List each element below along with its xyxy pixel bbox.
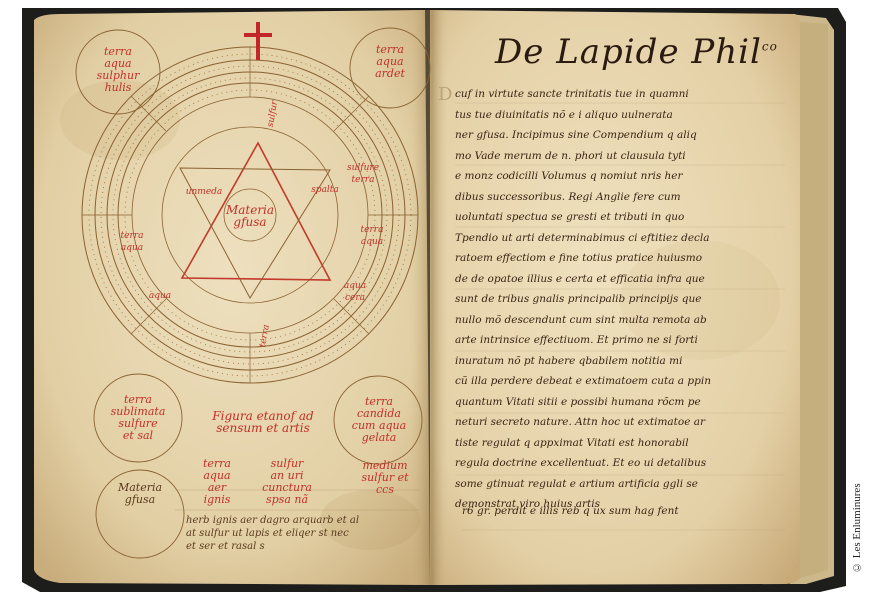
corner-label-top-right: terra aqua ardet — [375, 43, 405, 80]
text-line: sunt de tribus gnalis principalib princi… — [455, 293, 702, 305]
text-line: nullo mõ descendunt cum sint multa remot… — [455, 313, 707, 326]
brown-lines: herb ignis aer dagro arquarb et al at su… — [186, 515, 360, 552]
text-line: arte intrinsice effectiuom. Et primo ne … — [455, 334, 698, 346]
text-line: cuf in virtute sancte trinitatis tue in … — [455, 88, 689, 100]
red-note: Figura etanof ad sensum et artis — [212, 409, 314, 435]
footer-line: r6 gr. perdit e illis reb q ux sum hag f… — [462, 505, 679, 517]
text-line: dibus successoribus. Regi Anglie fere cu… — [455, 190, 681, 203]
red-lower-mid: sulfur an uri cunctura spsa nã — [262, 457, 312, 506]
text-line: e monz codicilli Volumus q nomiut nris h… — [455, 170, 683, 182]
center-label: Materia gfusa — [225, 203, 275, 229]
cosmic-diagram — [75, 22, 431, 559]
corner-label-bottom-right: terra candida cum aqua gelata — [351, 395, 407, 444]
text-line: inuratum nõ pt habere qbabilem notitia m… — [455, 354, 683, 367]
right-page — [430, 10, 800, 585]
star-label: aqua cera — [343, 281, 367, 303]
text-line: uoluntati spectua se gresti et tributi i… — [455, 211, 685, 223]
text-line: Tpendio ut arti determinabimus ci eftiti… — [455, 231, 710, 244]
text-line: quantum Vitati sitii e possibi humana rõ… — [455, 395, 701, 408]
star-label: spalta — [311, 185, 339, 195]
corner-label-bottom-left: terra sublimata sulfure et sal — [110, 393, 166, 442]
text-line: regula doctrine excellentuat. Et eo ui d… — [455, 457, 707, 469]
text-line: tus tue diuinitatis nõ e i aliquo uulner… — [455, 108, 673, 121]
star-label: terra aqua — [120, 231, 144, 253]
red-lower-lines: terra aqua aer ignis — [202, 457, 231, 506]
cross-icon — [244, 22, 272, 60]
star-label: unmeda — [185, 187, 223, 197]
circle-bottom-left-label: Materia gfusa — [117, 481, 163, 506]
text-line: tiste regulat q appximat Vitati est hono… — [455, 436, 689, 449]
star-label: aqua — [148, 291, 172, 301]
corner-label-top-left: terra aqua sulphur hulis — [96, 45, 140, 94]
manuscript-text: cuf in virtute sancte trinitatis tue in … — [455, 84, 790, 515]
text-line: some gtinuat regulat e artium artificia … — [455, 477, 699, 490]
text-line: ner gfusa. Incipimus sine Compendium q a… — [455, 129, 697, 141]
star-label: sulfure terra — [346, 163, 380, 185]
text-line: neturi secreto nature. Attn hoc ut extim… — [455, 416, 706, 428]
red-lower-right: medium sulfur et ccs — [361, 459, 409, 496]
star-label: terra aqua — [360, 225, 384, 247]
text-line: demonstrat viro huius artis — [455, 498, 601, 510]
text-line: ratoem effectiom e fine totius pratice h… — [455, 252, 703, 264]
svg-text:D: D — [438, 84, 452, 105]
text-line: cũ illa perdere debeat e extimatoem cuta… — [455, 375, 711, 387]
page-title: De Lapide Philco — [495, 32, 778, 72]
text-line: mo Vade merum de n. phori ut clausula ty… — [455, 149, 686, 162]
text-line: de de opatoe illius e certa et efficatia… — [455, 272, 705, 285]
gutter-shadow — [408, 10, 448, 585]
ruled-lines — [455, 102, 785, 531]
photo-credit: © Les Enluminures — [851, 483, 863, 573]
